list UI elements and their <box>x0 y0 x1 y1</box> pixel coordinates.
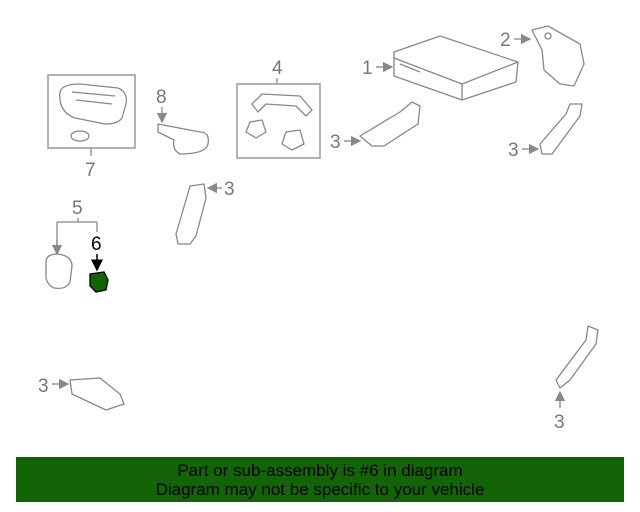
parts-diagram: 7 8 3 4 1 2 3 3 <box>38 25 599 433</box>
part-3-bracket-e[interactable]: 3 <box>554 325 599 433</box>
part-8-key-blade[interactable]: 8 <box>156 87 209 155</box>
part-1-control-module[interactable]: 1 <box>362 35 519 101</box>
part-3-bracket-c[interactable]: 3 <box>508 103 583 161</box>
callout-2: 2 <box>500 30 511 51</box>
part-6-highlighted[interactable]: 6 <box>89 234 109 293</box>
callout-3d: 3 <box>38 376 49 397</box>
callout-7: 7 <box>85 160 96 181</box>
part-3-bracket-a[interactable]: 3 <box>175 179 235 245</box>
callout-6: 6 <box>91 234 102 255</box>
callout-3a: 3 <box>224 179 235 200</box>
callout-4: 4 <box>272 58 283 79</box>
part-2-bracket[interactable]: 2 <box>500 25 585 87</box>
callout-3c: 3 <box>508 140 519 161</box>
callout-3b: 3 <box>330 132 341 153</box>
part-3-bracket-b[interactable]: 3 <box>330 101 421 153</box>
info-banner: Part or sub-assembly is #6 in diagram Di… <box>16 457 624 502</box>
part-7-key-fob[interactable]: 7 <box>47 74 136 181</box>
part-5-sensor-assembly[interactable]: 5 <box>45 198 98 290</box>
callout-1: 1 <box>362 58 373 79</box>
callout-8: 8 <box>156 87 167 108</box>
callout-5: 5 <box>72 198 83 219</box>
banner-line-2: Diagram may not be specific to your vehi… <box>155 480 485 499</box>
part-3-bracket-d[interactable]: 3 <box>38 376 125 411</box>
part-4-clip-set[interactable]: 4 <box>236 58 321 159</box>
callout-3e: 3 <box>554 412 565 433</box>
banner-line-1: Part or sub-assembly is #6 in diagram <box>177 461 463 480</box>
